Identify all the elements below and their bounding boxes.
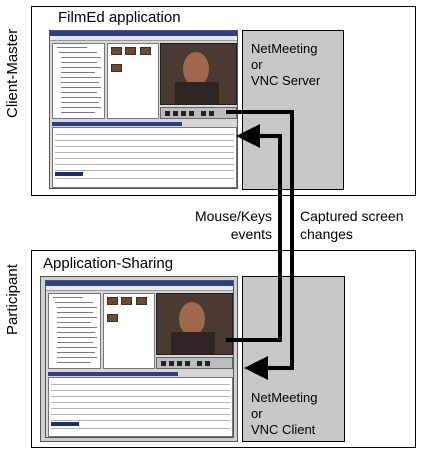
window-titlebar	[46, 281, 233, 286]
window-menubar	[50, 36, 237, 41]
video-controls	[156, 357, 233, 369]
vnc-server-line-1: NetMeeting	[251, 41, 318, 56]
application-sharing-title: Application-Sharing	[43, 255, 174, 272]
window-titlebar	[50, 31, 237, 36]
segment-tree-panel	[52, 43, 105, 119]
properties-panel	[52, 127, 237, 188]
vnc-server-label: NetMeeting or VNC Server	[251, 41, 320, 89]
mouse-keys-line-2: events	[230, 226, 272, 242]
thumbnail-panel	[103, 293, 155, 369]
vnc-client-line-3: VNC Client	[251, 422, 316, 437]
properties-titlebar	[48, 372, 178, 376]
thumbnail-panel	[107, 43, 159, 119]
captured-screen-line-1: Captured screen	[300, 208, 404, 224]
filmed-application-title: FilmEd application	[58, 9, 181, 26]
properties-titlebar	[52, 122, 182, 126]
mouse-keys-line-1: Mouse/Keys	[194, 208, 272, 224]
filmed-application-screenshot	[49, 30, 238, 189]
segment-tree-panel	[48, 293, 101, 369]
properties-panel	[48, 377, 233, 437]
vnc-server-line-3: VNC Server	[251, 73, 321, 88]
vnc-client-line-2: or	[251, 406, 263, 421]
captured-screen-changes-arrow	[226, 110, 294, 380]
mouse-keys-events-label: Mouse/Keys events	[182, 207, 272, 243]
window-menubar	[46, 286, 233, 291]
vnc-client-label: NetMeeting or VNC Client	[251, 390, 317, 438]
mouse-keys-events-arrow	[226, 124, 282, 342]
vnc-server-line-2: or	[251, 57, 263, 72]
captured-screen-line-2: changes	[300, 226, 353, 242]
video-frame	[156, 293, 233, 355]
vnc-client-line-1: NetMeeting	[251, 390, 318, 405]
video-frame	[160, 43, 237, 105]
shared-application-screenshot	[45, 280, 234, 438]
captured-screen-changes-label: Captured screen changes	[300, 207, 423, 243]
